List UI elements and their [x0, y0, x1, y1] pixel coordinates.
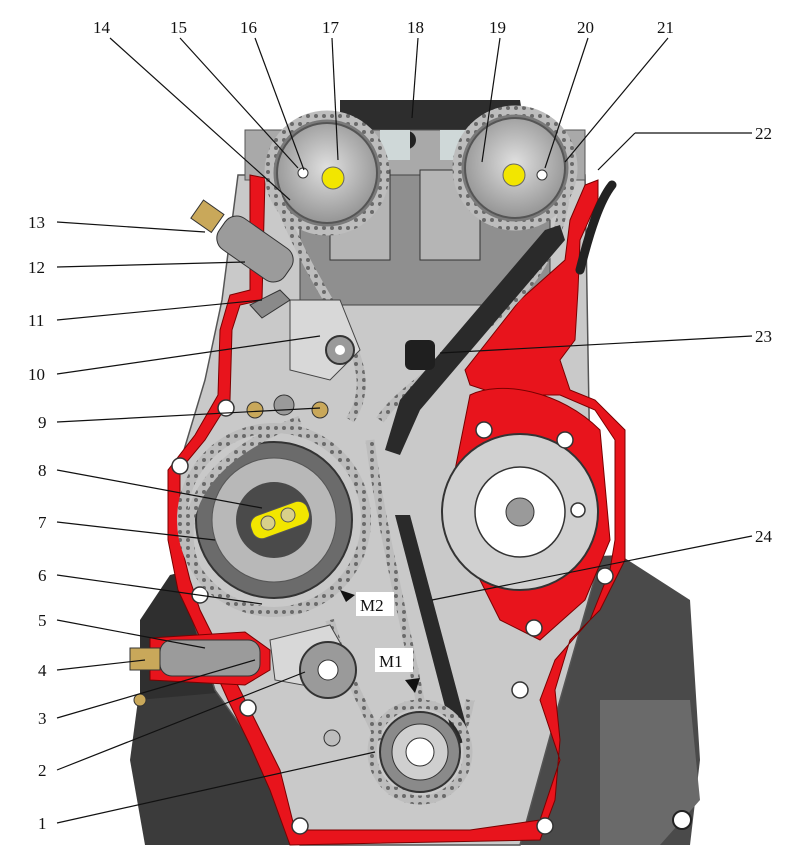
marker-m1: M1	[375, 648, 420, 693]
callout-1: 1	[38, 814, 47, 833]
callout-14: 14	[93, 18, 111, 37]
callout-labels: 1 2 3 4 5 6 7 8 9 10 11 12 13 14 15 16 1…	[28, 18, 773, 833]
callout-12: 12	[28, 258, 45, 277]
marker-m2: M2	[340, 590, 394, 616]
crankshaft-sprocket	[367, 699, 473, 805]
breather-hose	[575, 180, 617, 275]
chain-guide-lower	[395, 515, 470, 745]
callout-16: 16	[240, 18, 257, 37]
callout-21: 21	[657, 18, 674, 37]
callout-13: 13	[28, 213, 45, 232]
callout-18: 18	[407, 18, 424, 37]
callout-3: 3	[38, 709, 47, 728]
chain-guide-upper	[385, 225, 565, 455]
callout-24: 24	[755, 527, 773, 546]
callout-8: 8	[38, 461, 47, 480]
upper-solenoid	[190, 199, 294, 319]
callout-7: 7	[38, 513, 47, 532]
upper-tensioner	[289, 299, 361, 381]
callout-5: 5	[38, 611, 47, 630]
exhaust-cam-sprocket	[452, 105, 578, 231]
callout-20: 20	[577, 18, 594, 37]
callout-22: 22	[755, 124, 772, 143]
callout-9: 9	[38, 413, 47, 432]
callout-19: 19	[489, 18, 506, 37]
marker-m1-label: M1	[379, 652, 403, 671]
callout-4: 4	[38, 661, 47, 680]
intermediate-sprocket	[177, 423, 371, 617]
intake-cam-sprocket	[264, 110, 390, 236]
callout-23: 23	[755, 327, 772, 346]
callout-2: 2	[38, 761, 47, 780]
callout-15: 15	[170, 18, 187, 37]
marker-m2-label: M2	[360, 596, 384, 615]
callout-11: 11	[28, 311, 44, 330]
lower-solenoid	[129, 631, 271, 707]
callout-6: 6	[38, 566, 47, 585]
leader-lines	[56, 37, 753, 824]
callout-10: 10	[28, 365, 45, 384]
front-cover-gasket	[167, 174, 626, 846]
callout-17: 17	[322, 18, 340, 37]
oil-pump-sprocket	[269, 624, 357, 747]
